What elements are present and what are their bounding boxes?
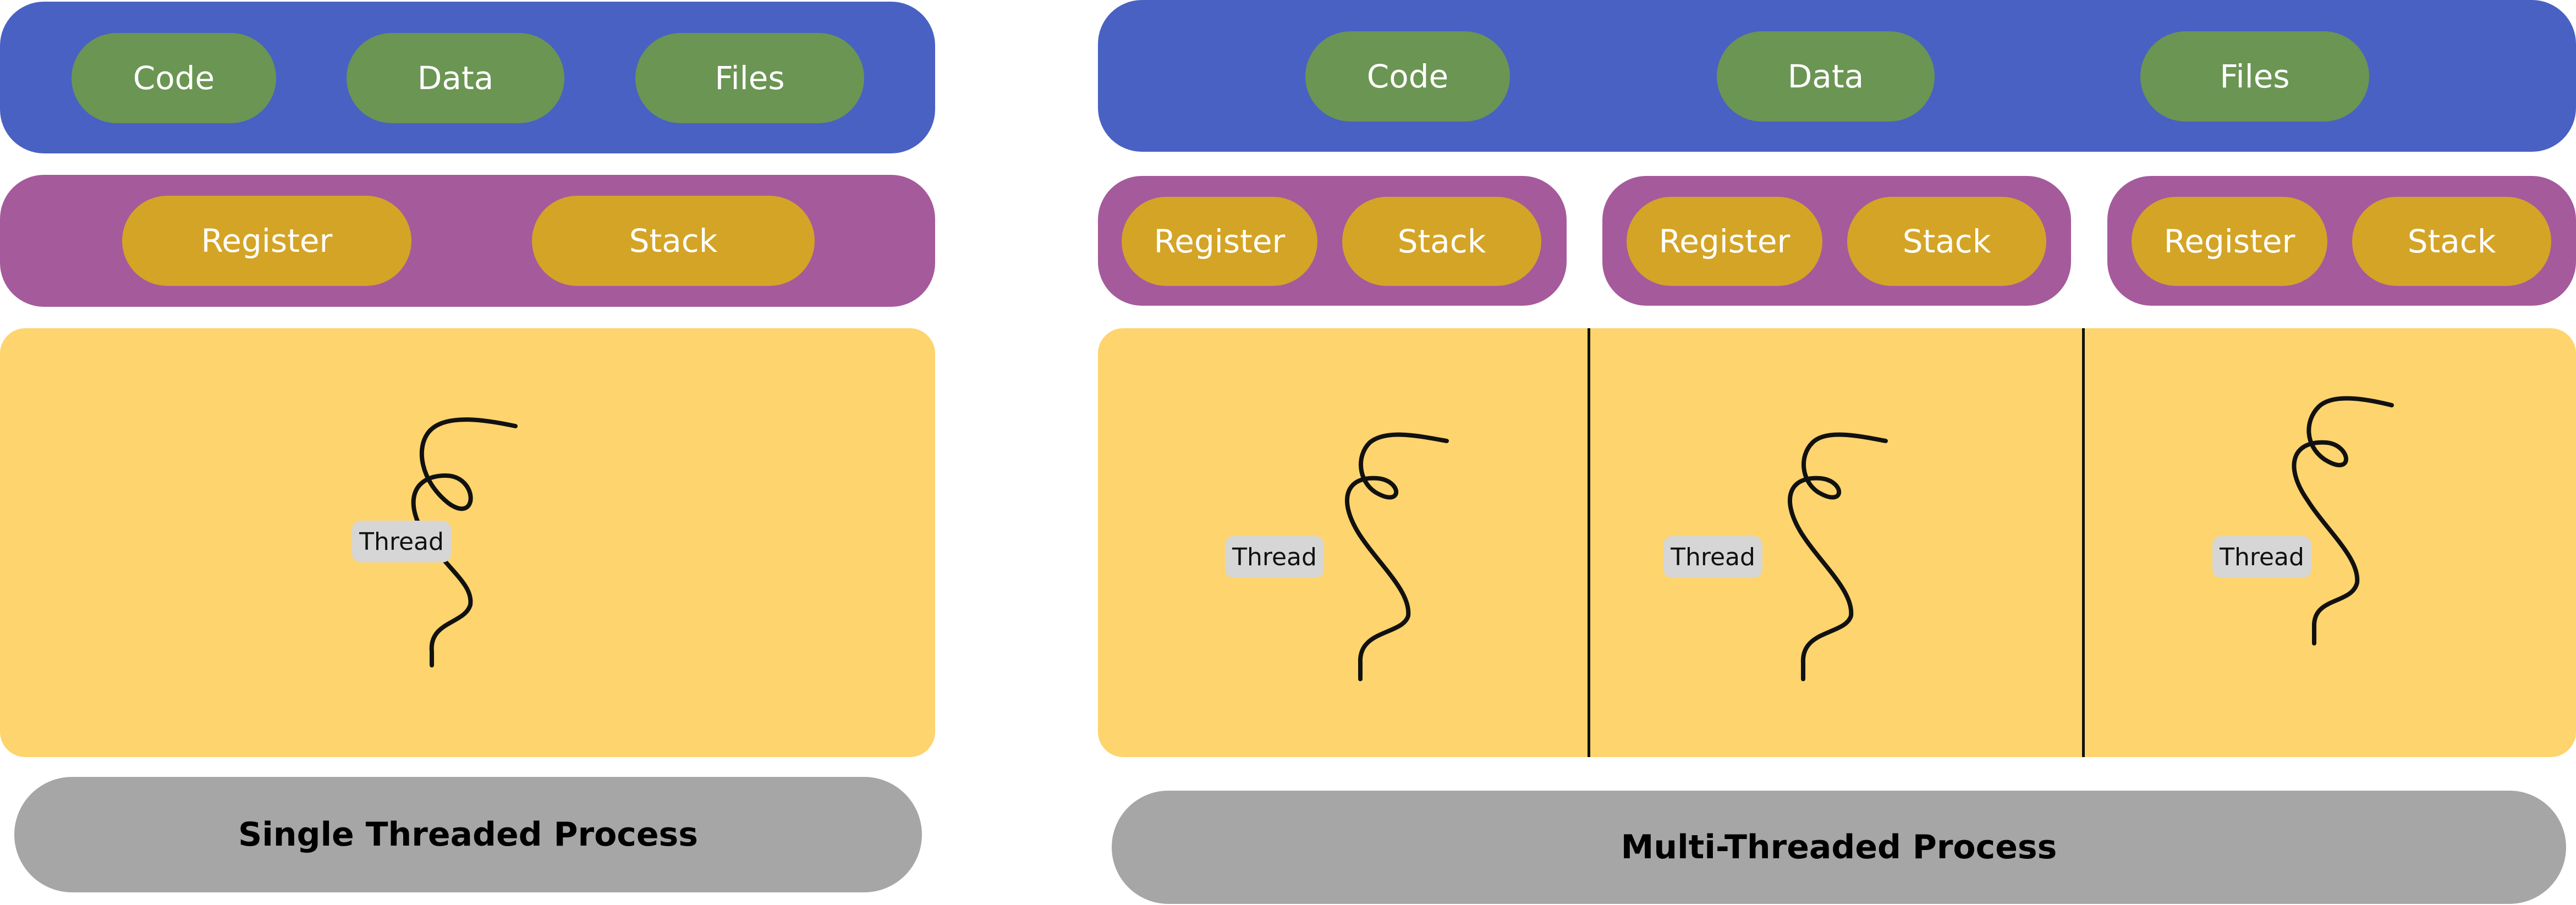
multi-stack-pill-1: Stack (1342, 197, 1541, 286)
multi-code-pill: Code (1305, 31, 1510, 122)
single-threaded-diagram: Code Data Files Register Stack Thread Si… (0, 0, 941, 905)
thread-divider-2 (2082, 328, 2085, 757)
multi-register-pill-2: Register (1627, 197, 1822, 286)
single-thread-label: Thread (352, 521, 451, 562)
multi-thread-label-2: Thread (1663, 536, 1762, 578)
multi-threaded-diagram: Code Data Files Register Stack Register … (1095, 0, 2576, 905)
thread-divider-1 (1588, 328, 1590, 757)
single-files-pill: Files (635, 33, 864, 123)
multi-thread-label-1: Thread (1225, 536, 1324, 578)
multi-data-pill: Data (1717, 31, 1935, 122)
multi-files-pill: Files (2140, 31, 2369, 122)
thread-squiggle-icon (1344, 432, 1449, 681)
single-register-pill: Register (122, 196, 411, 286)
multi-register-pill-3: Register (2132, 197, 2327, 286)
multi-threaded-title: Multi-Threaded Process (1112, 791, 2566, 904)
thread-squiggle-icon (411, 417, 518, 667)
single-threaded-title: Single Threaded Process (14, 777, 922, 892)
multi-thread-label-3: Thread (2212, 536, 2311, 578)
multi-stack-pill-3: Stack (2352, 197, 2551, 286)
thread-squiggle-icon (1787, 432, 1888, 681)
multi-register-pill-1: Register (1122, 197, 1317, 286)
single-data-pill: Data (347, 33, 564, 123)
single-stack-pill: Stack (532, 196, 815, 286)
single-code-pill: Code (72, 33, 276, 123)
single-thread-area (0, 328, 935, 757)
multi-stack-pill-2: Stack (1847, 197, 2046, 286)
thread-squiggle-icon (2292, 396, 2394, 645)
